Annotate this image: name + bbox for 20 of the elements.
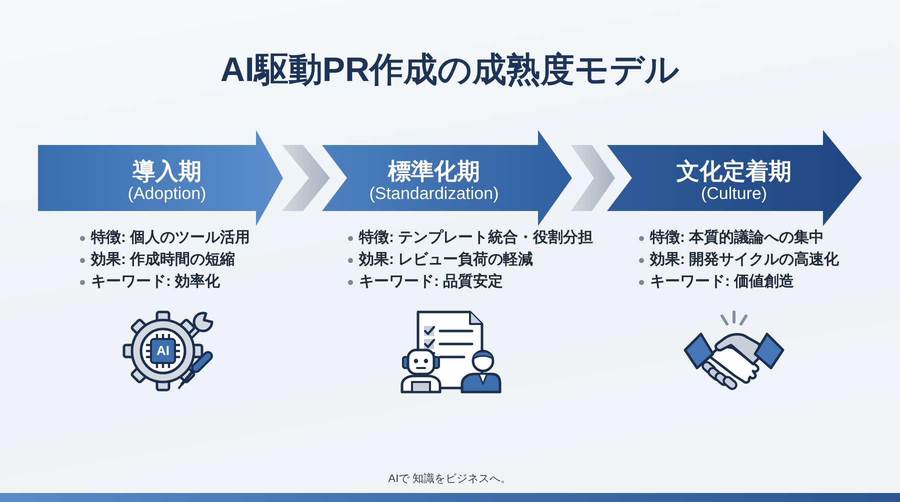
bullet-text: 効果: 作成時間の短縮 [91, 250, 236, 270]
bullet-text: 効果: 開発サイクルの高速化 [650, 250, 840, 270]
bullet-text: キーワード: 価値創造 [650, 272, 794, 292]
bullet-text: 特徴: 個人のツール活用 [91, 228, 250, 248]
bullet-text: キーワード: 効率化 [91, 272, 220, 292]
phase-subtitle: (Standardization) [369, 184, 499, 204]
chip-label: AI [156, 344, 170, 358]
phase-subtitle: (Culture) [700, 184, 768, 204]
bullet-text: キーワード: 品質安定 [359, 272, 504, 292]
tagline: AIで 知識をビジネスへ。 [388, 472, 512, 486]
bullet-text: 特徴: 本質的議論への集中 [650, 228, 824, 248]
bullet-text: 特徴: テンプレート統合・役割分担 [359, 228, 594, 248]
phase-title: 文化定着期 [676, 158, 792, 184]
phase-subtitle: (Adoption) [128, 184, 206, 204]
chevron-arrow [282, 145, 330, 211]
bullet-text: 効果: レビュー負荷の軽減 [359, 250, 534, 270]
chevron-arrow [571, 145, 615, 211]
phase-title: 導入期 [132, 158, 202, 184]
phase-title: 標準化期 [388, 158, 480, 184]
title: AI駆動PR作成の成熟度モデル [220, 50, 680, 91]
